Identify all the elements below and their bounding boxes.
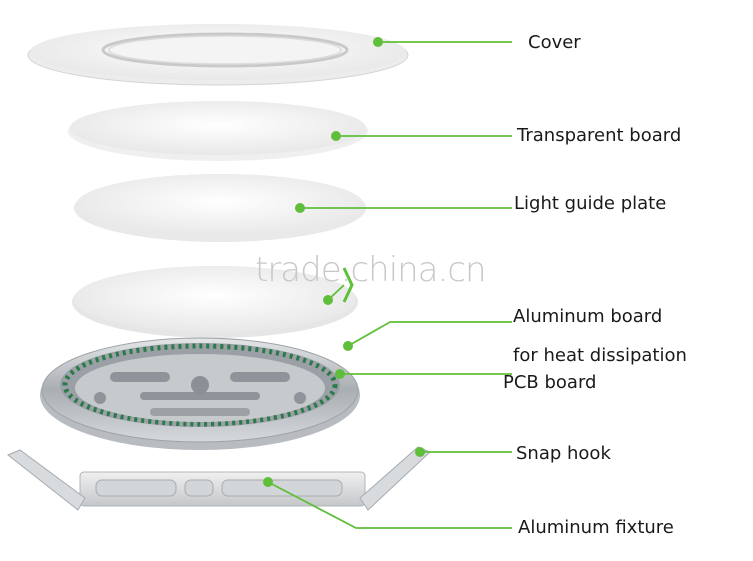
transparent-board-part bbox=[68, 101, 368, 161]
label-light-guide-plate: Light guide plate bbox=[514, 193, 667, 214]
label-pcb-board: PCB board bbox=[503, 372, 597, 393]
leader-lines bbox=[267, 41, 512, 529]
leader-dots bbox=[263, 37, 425, 487]
label-snap-hook: Snap hook bbox=[516, 443, 611, 464]
aluminum-board-part bbox=[72, 266, 358, 338]
label-aluminum-board: Aluminum board bbox=[513, 306, 663, 327]
label-for-heat-dissipation: for heat dissipation bbox=[513, 345, 687, 366]
aluminum-fixture-part bbox=[7, 446, 431, 511]
label-aluminum-fixture: Aluminum fixture bbox=[518, 517, 674, 538]
cover-part bbox=[27, 24, 409, 86]
pcb-board-part bbox=[40, 337, 360, 450]
leader-accent bbox=[342, 267, 354, 303]
label-transparent-board: Transparent board bbox=[517, 125, 682, 146]
label-cover: Cover bbox=[528, 32, 581, 53]
light-guide-plate-part bbox=[74, 174, 366, 242]
watermark-text: trade.china.cn bbox=[255, 250, 487, 290]
leader-aluminum-board bbox=[347, 321, 512, 347]
leader-aluminum-fixture bbox=[267, 481, 512, 529]
